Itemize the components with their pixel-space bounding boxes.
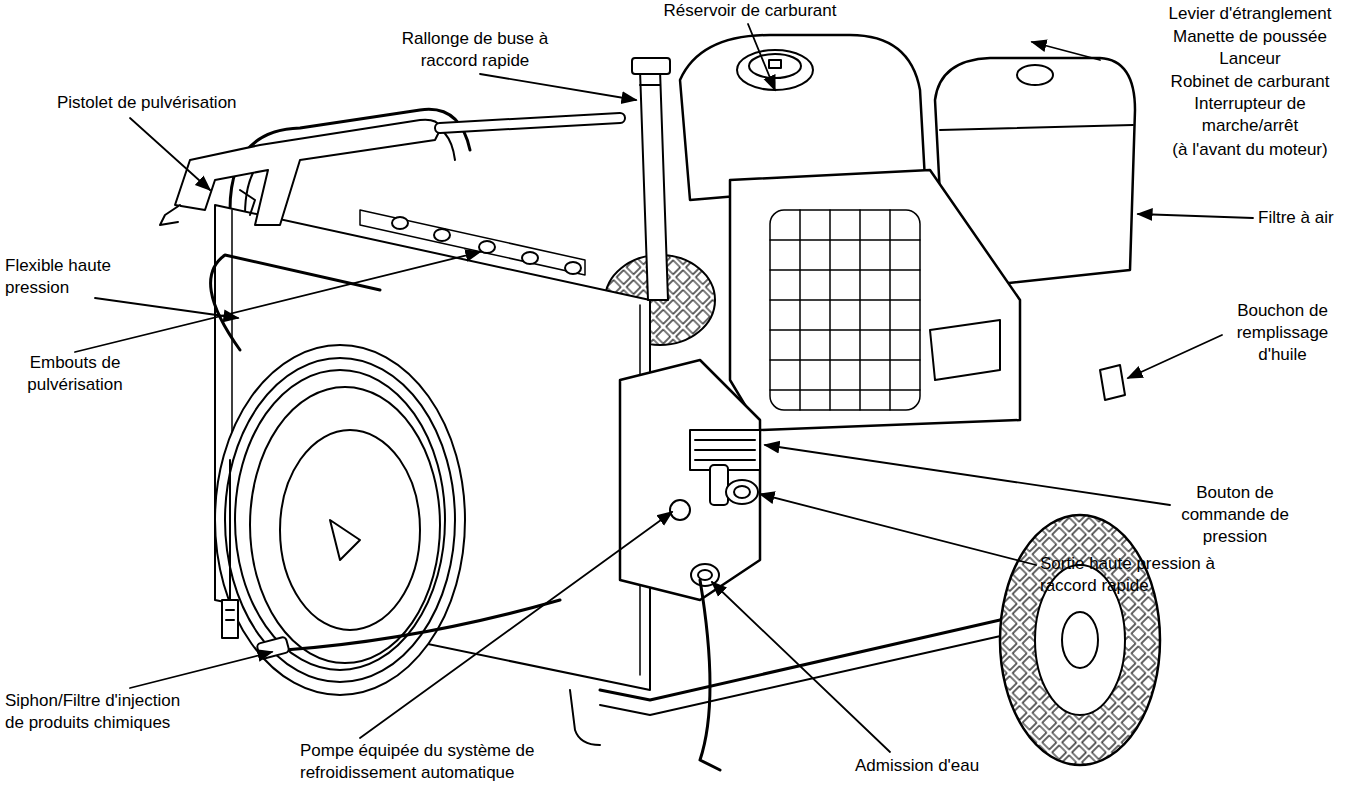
part-label: Rallonge de buse à raccord rapide xyxy=(395,28,555,72)
leader-line xyxy=(760,494,1036,565)
leader-line xyxy=(765,445,1170,505)
part-label: Flexible haute pression xyxy=(5,255,130,299)
leader-line xyxy=(360,512,672,738)
leader-line xyxy=(95,298,238,318)
part-label: Siphon/Filtre d'injection de produits ch… xyxy=(5,690,193,734)
part-label: Levier d'étranglement xyxy=(1150,3,1350,25)
part-label: Bouton de commande de pression xyxy=(1175,482,1295,548)
leader-line xyxy=(75,252,480,352)
part-label: Filtre à air xyxy=(1258,207,1358,229)
part-label: Réservoir de carburant xyxy=(655,0,845,22)
leader-line xyxy=(712,582,890,752)
part-label: Robinet de carburant xyxy=(1150,71,1350,93)
part-label: Interrupteur de marche/arrêt xyxy=(1150,93,1350,137)
leader-line xyxy=(130,652,272,688)
leader-line xyxy=(1032,42,1100,60)
leader-line xyxy=(1138,214,1253,218)
part-label: Manette de poussée xyxy=(1150,26,1350,48)
part-label: Admission d'eau xyxy=(855,755,1015,777)
leader-line xyxy=(480,74,636,100)
leader-line xyxy=(748,24,775,90)
part-label: Pistolet de pulvérisation xyxy=(57,92,297,114)
part-label: Embouts de pulvérisation xyxy=(15,352,135,396)
leader-line xyxy=(1128,335,1222,378)
leader-line xyxy=(130,118,210,190)
part-label: Sortie haute pression à raccord rapide xyxy=(1040,553,1230,597)
part-label: Lanceur xyxy=(1150,48,1350,70)
part-label: Bouchon de remplissage d'huile xyxy=(1225,300,1340,366)
part-label: Pompe équipée du système de refroidissem… xyxy=(300,740,545,784)
part-label: (à l'avant du moteur) xyxy=(1150,139,1350,161)
